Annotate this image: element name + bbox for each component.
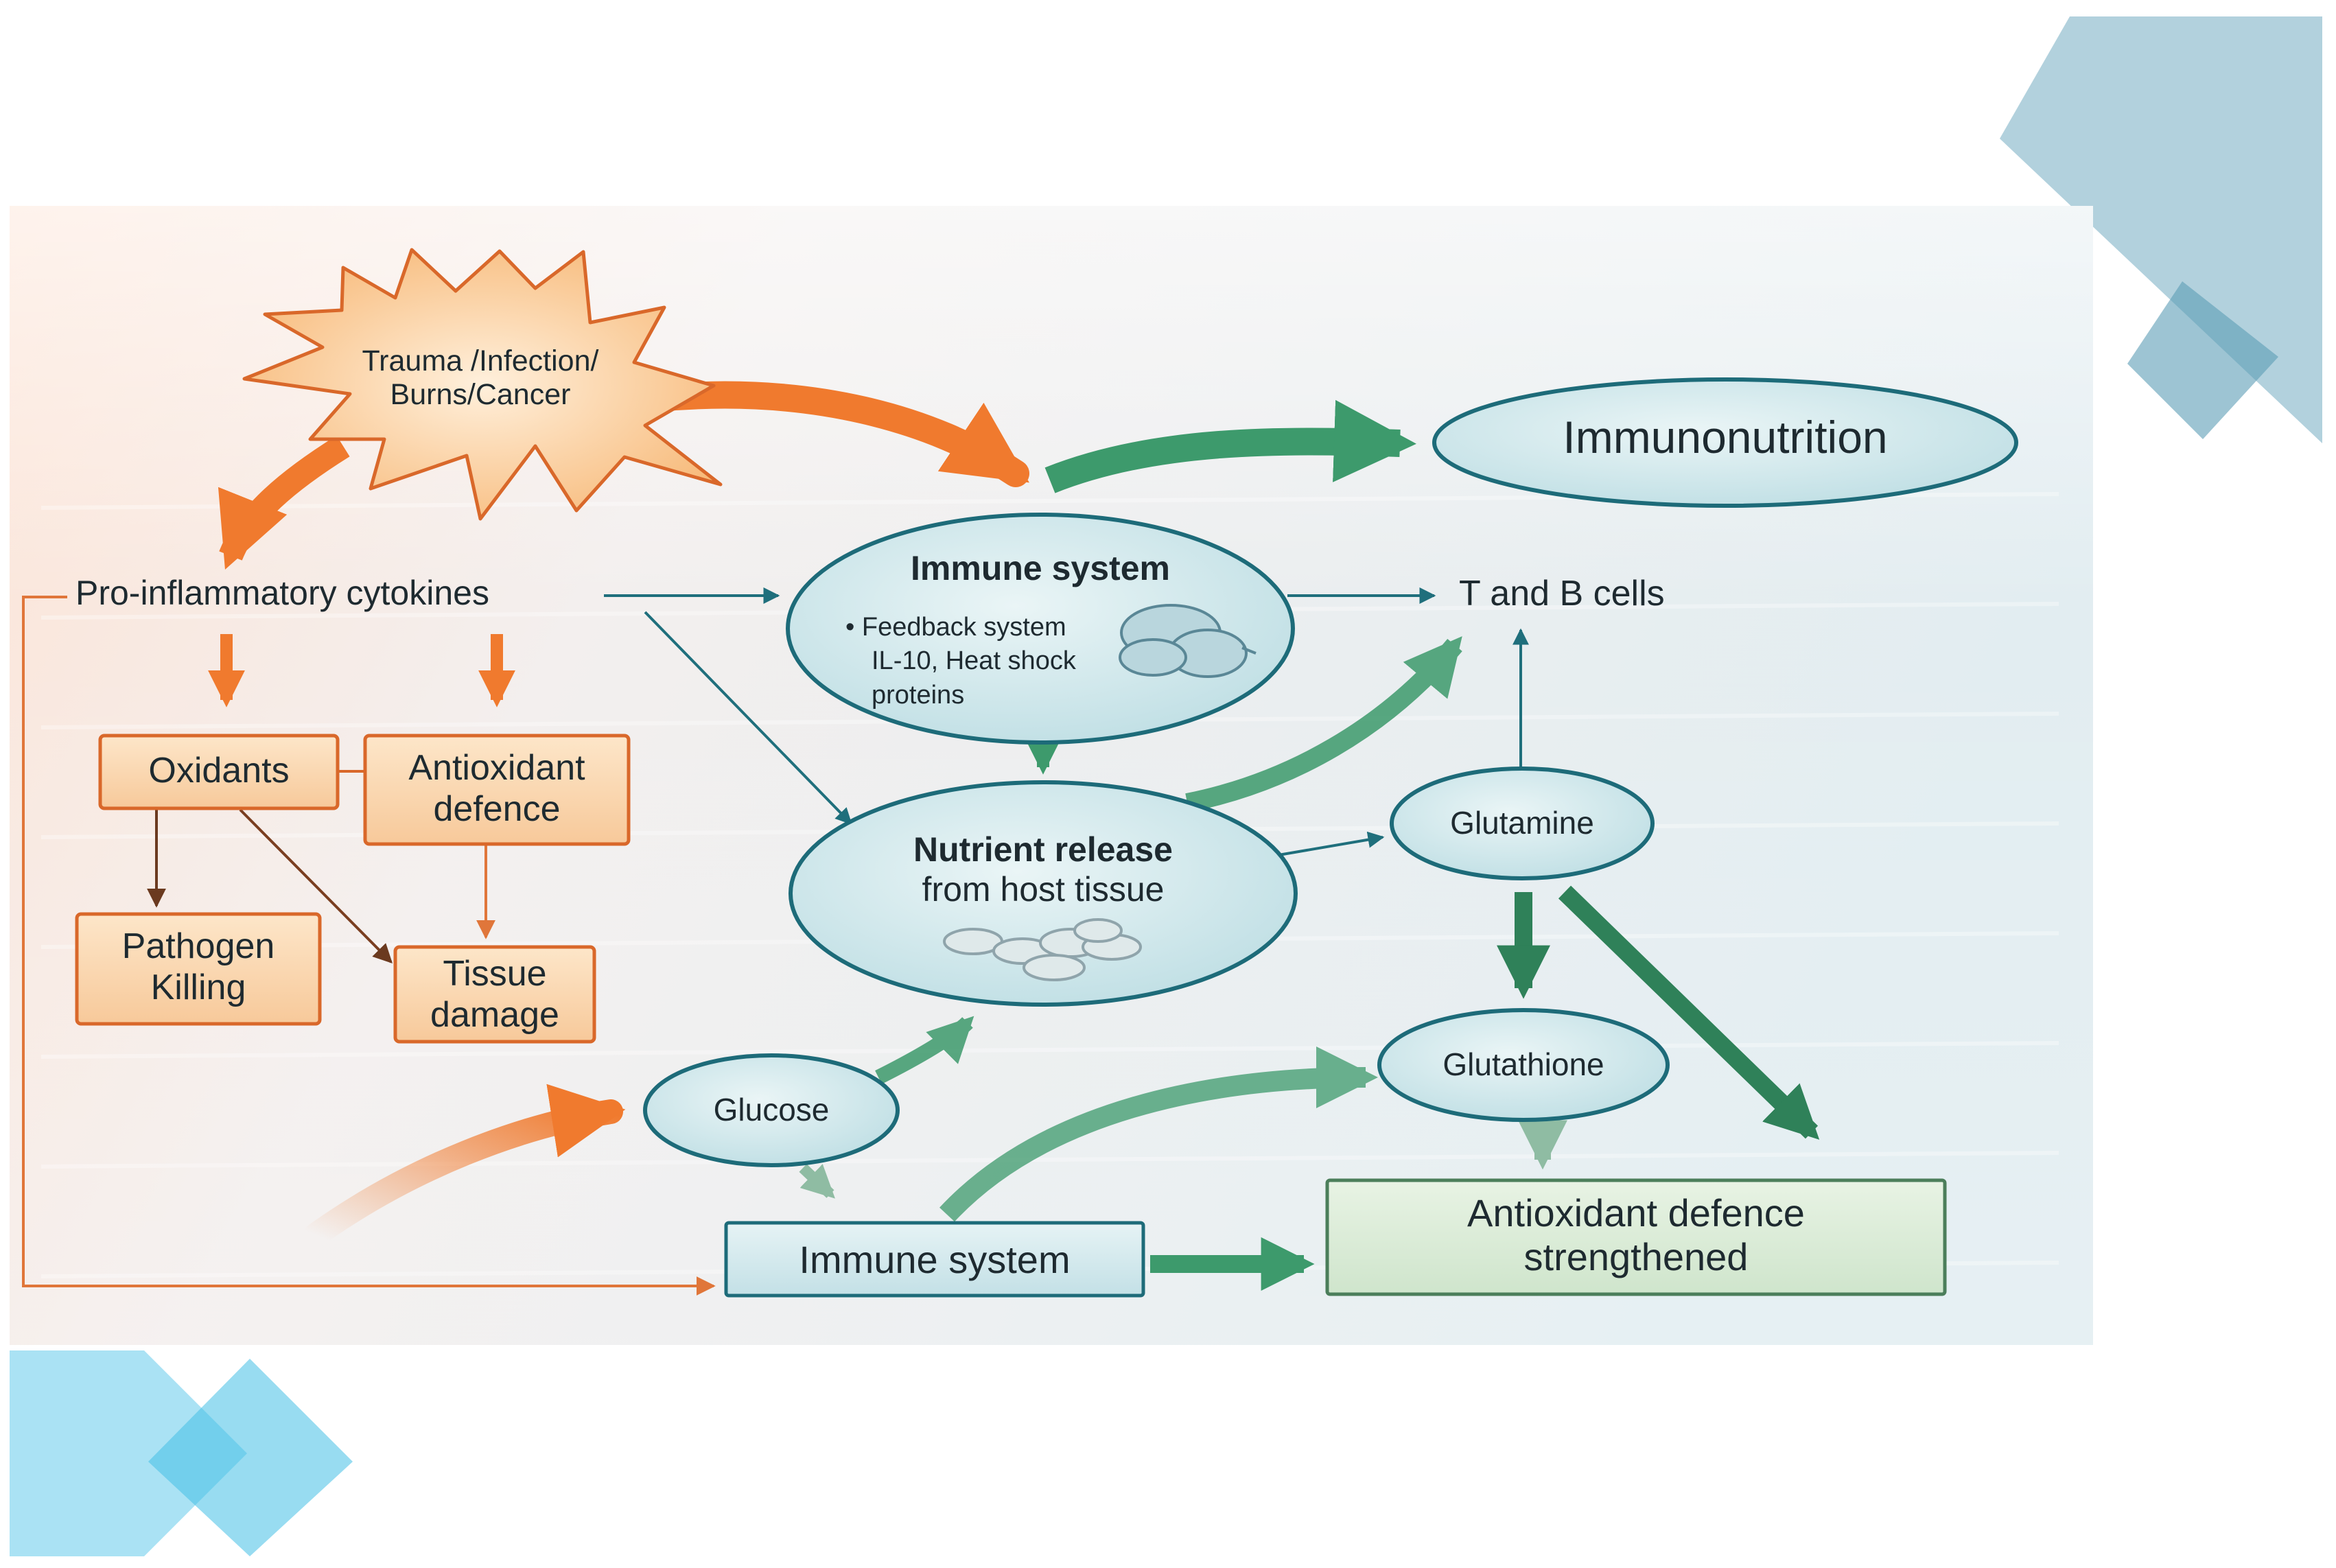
tissue-damage-label: Tissue damage — [395, 954, 594, 1036]
glutathione-label: Glutathione — [1443, 1046, 1604, 1082]
arrow-trigger-to-cytokines — [218, 435, 350, 570]
arrow-nutrient-to-glutamine — [1262, 831, 1385, 859]
immune-cells-icon — [1119, 604, 1257, 678]
arrow-nutrient-to-tb — [1185, 636, 1462, 812]
arrow-cytokines-to-nutrient — [644, 611, 852, 825]
tissue-damage-line1: Tissue — [443, 954, 547, 994]
green-arrows — [799, 399, 1820, 1291]
nutrient-release-line2: from host tissue — [922, 869, 1165, 909]
immune-bullet-2: IL-10, Heat shock — [872, 646, 1076, 676]
thin-connectors — [22, 587, 1529, 1296]
arrow-glucose-to-immune-bottom — [799, 1164, 835, 1199]
host-tissue-cells-icon — [943, 918, 1142, 981]
immune-system-bottom-box — [724, 1221, 1145, 1298]
antioxidant-strengthened-label: Antioxidant defence strengthened — [1327, 1191, 1945, 1280]
pathogen-killing-line1: Pathogen — [121, 926, 275, 966]
tissue-damage-box — [393, 945, 596, 1044]
arrow-glucose-to-nutrient — [875, 1016, 974, 1084]
immunonutrition-ellipse — [1432, 377, 2018, 508]
cytokines-label: Pro-inflammatory cytokines — [75, 574, 489, 612]
decorative-shapes — [10, 16, 2322, 1556]
nutrient-release-ellipse — [789, 780, 1298, 1007]
glutamine-ellipse — [1390, 767, 1655, 880]
arrow-trigger-to-center — [645, 381, 1029, 487]
antioxidant-strengthened-line2: strengthened — [1523, 1235, 1749, 1279]
deco-diamond-top-right-small — [2127, 281, 2278, 439]
pathogen-killing-label: Pathogen Killing — [77, 926, 320, 1009]
arrow-glutamine-to-strengthened — [1558, 885, 1820, 1140]
immune-system-top-title: Immune system — [911, 549, 1170, 587]
arrow-fade-to-glucose — [303, 1084, 626, 1248]
antioxidant-defence-label: Antioxidant defence — [365, 748, 629, 830]
glutamine-label: Glutamine — [1450, 805, 1594, 841]
antioxidant-defence-box — [363, 734, 631, 846]
oxidants-box — [98, 734, 340, 810]
orange-arrows — [208, 381, 1029, 1248]
glucose-label: Glucose — [713, 1092, 830, 1127]
arrow-immune-bottom-to-glutathione — [939, 1046, 1378, 1222]
tissue-damage-line2: damage — [430, 994, 559, 1035]
trigger-label: Trauma /Infection/ Burns/Cancer — [329, 344, 631, 412]
trigger-label-line1: Trauma /Infection/ — [362, 344, 599, 377]
antioxidant-defence-line2: defence — [433, 788, 561, 829]
glutathione-ellipse — [1377, 1008, 1670, 1122]
antioxidant-defence-line1: Antioxidant — [408, 748, 585, 788]
line-feedback-to-immune-bottom — [22, 596, 716, 1296]
t-b-cells-label: T and B cells — [1459, 574, 1665, 613]
pathogen-killing-line2: Killing — [150, 967, 246, 1007]
antioxidant-strengthened-box — [1325, 1178, 1947, 1296]
deco-diamond-bottom-left-dark — [148, 1359, 353, 1556]
nutrient-release-label: Nutrient release from host tissue — [791, 830, 1296, 909]
trigger-label-line2: Burns/Cancer — [390, 378, 571, 412]
glucose-ellipse — [643, 1053, 900, 1167]
trigger-starburst — [242, 248, 723, 521]
immune-bullet-1: • Feedback system — [845, 613, 1066, 642]
immune-system-top-ellipse — [786, 513, 1295, 745]
arrow-center-to-immunonutrition — [1044, 399, 1416, 493]
immune-bullet-3: proteins — [872, 680, 965, 710]
immunonutrition-label: Immunonutrition — [1563, 412, 1888, 463]
oxidants-label: Oxidants — [148, 751, 290, 791]
deco-diamond-bottom-left-light — [10, 1350, 247, 1556]
immune-system-bottom-label: Immune system — [799, 1238, 1071, 1281]
nutrient-release-line1: Nutrient release — [913, 830, 1173, 869]
antioxidant-strengthened-line1: Antioxidant defence — [1467, 1191, 1805, 1234]
immune-system-bullets: • Feedback system IL-10, Heat shock prot… — [845, 611, 1076, 712]
pathogen-killing-box — [75, 912, 322, 1026]
arrow-oxidants-to-tissue — [239, 808, 393, 963]
